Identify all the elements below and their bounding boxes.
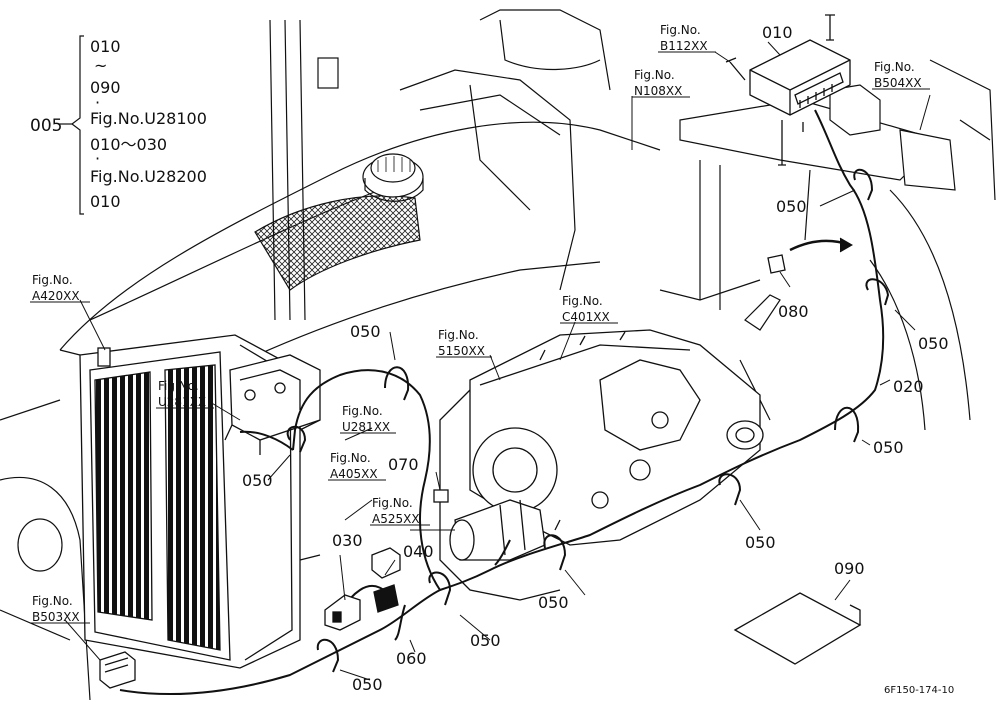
fig-ref-a405: A405XX: [330, 467, 378, 481]
legend-line: 010: [90, 37, 121, 56]
legend-line: 010～030: [90, 135, 167, 154]
part-050-label: 050: [242, 471, 273, 490]
part-050-label: 050: [776, 197, 807, 216]
small-components: [99, 237, 862, 689]
legend: 005 010 ~ 090 · Fig.No.U28100 010～030 · …: [30, 37, 207, 211]
fig-prefix-label: Fig.No.: [438, 328, 479, 342]
part-050-label: 050: [470, 631, 501, 650]
fig-ref-5150: 5150XX: [438, 344, 485, 358]
part-050-label: 050: [873, 438, 904, 457]
fig-ref-b503: B503XX: [32, 610, 80, 624]
fig-ref-underlines: [30, 51, 930, 624]
drawing-code: 6F150-174-10: [884, 685, 954, 696]
part-050-label: 050: [918, 334, 949, 353]
fig-prefix-label: Fig.No.: [372, 496, 413, 510]
fig-prefix-label: Fig.No.: [874, 60, 915, 74]
legend-line: ·: [95, 93, 100, 112]
part-040-label: 040: [403, 542, 434, 561]
leader-lines: [64, 41, 931, 681]
fig-ref-n108: N108XX: [634, 84, 682, 98]
part-010-label: 010: [762, 23, 793, 42]
fig-ref-b112: B112XX: [660, 39, 708, 53]
part-060-label: 060: [396, 649, 427, 668]
legend-line: Fig.No.U28200: [90, 167, 207, 186]
fig-ref-a525: A525XX: [372, 512, 420, 526]
transmission-drawing: [439, 329, 764, 601]
part-080-label: 080: [778, 302, 809, 321]
part-020-label: 020: [893, 377, 924, 396]
fig-callouts: Fig.No. B112XX Fig.No. N108XX Fig.No. B5…: [32, 23, 922, 624]
fig-prefix-label: Fig.No.: [158, 379, 199, 393]
part-030-label: 030: [332, 531, 363, 550]
fig-ref-a420: A420XX: [32, 289, 80, 303]
fig-prefix-label: Fig.No.: [330, 451, 371, 465]
fig-ref-c401: C401XX: [562, 310, 610, 324]
legend-main-ref: 005: [30, 116, 62, 136]
fig-prefix-label: Fig.No.: [32, 594, 73, 608]
fig-prefix-label: Fig.No.: [562, 294, 603, 308]
legend-bracket: [58, 35, 84, 215]
fig-ref-b504: B504XX: [874, 76, 922, 90]
legend-line: 090: [90, 78, 121, 97]
legend-line: ·: [95, 149, 100, 168]
fig-prefix-label: Fig.No.: [634, 68, 675, 82]
part-050-label: 050: [745, 533, 776, 552]
part-050-label: 050: [538, 593, 569, 612]
part-070-label: 070: [388, 455, 419, 474]
part-050-label: 050: [350, 322, 381, 341]
legend-line: ~: [94, 56, 107, 75]
legend-line: 010: [90, 192, 121, 211]
part-callouts: 010 050 080 050 020 050 050 050 070 030 …: [242, 23, 954, 696]
part-050-label: 050: [352, 675, 383, 694]
fig-ref-u281-left: U281XX: [158, 395, 206, 409]
legend-line: Fig.No.U28100: [90, 109, 207, 128]
fig-ref-u281-right: U281XX: [342, 420, 390, 434]
fig-prefix-label: Fig.No.: [342, 404, 383, 418]
controller-module-drawing: [725, 14, 851, 166]
wire-clamps: [286, 168, 890, 673]
tractor-line-art: [0, 9, 996, 701]
fig-prefix-label: Fig.No.: [660, 23, 701, 37]
fig-prefix-label: Fig.No.: [32, 273, 73, 287]
part-090-label: 090: [834, 559, 865, 578]
